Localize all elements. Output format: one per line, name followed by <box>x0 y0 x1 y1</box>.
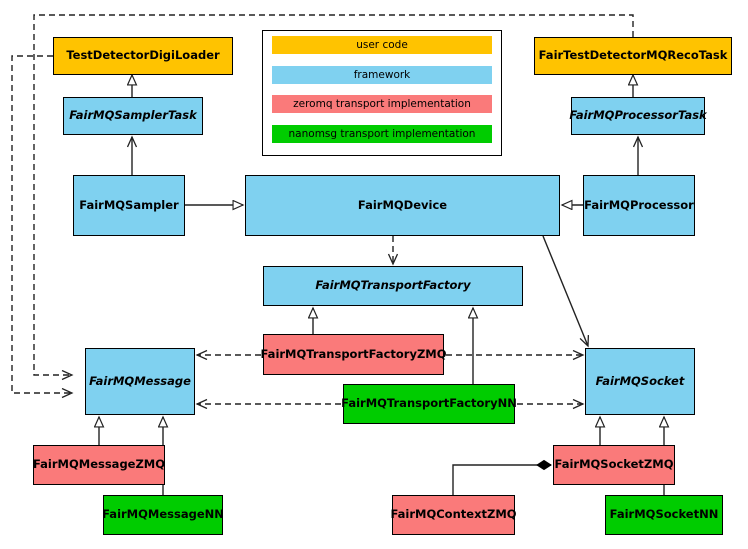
class-node-fairtestdetectormqrecotask[interactable]: FairTestDetectorMQRecoTask <box>534 37 732 75</box>
class-label: FairMQDevice <box>357 197 448 212</box>
class-label: FairMQContextZMQ <box>390 507 517 522</box>
class-label: FairMQTransportFactoryZMQ <box>260 346 447 361</box>
class-label: FairMQSocketZMQ <box>554 457 674 472</box>
class-label: TestDetectorDigiLoader <box>66 48 220 63</box>
class-label: FairMQSocket <box>595 373 685 388</box>
class-node-fairmqtransportfactorynn[interactable]: FairMQTransportFactoryNN <box>341 384 517 424</box>
edge-device-to-socket <box>542 235 588 346</box>
class-node-fairmqsocketzmq[interactable]: FairMQSocketZMQ <box>553 445 675 485</box>
legend-label-user-code: user code <box>356 39 408 51</box>
class-label: FairMQTransportFactory <box>315 278 471 293</box>
legend-label-framework: framework <box>353 69 411 81</box>
class-label: FairMQSamplerTask <box>69 108 197 123</box>
class-label: FairMQTransportFactoryNN <box>341 396 517 411</box>
class-node-testdetectordigiloader[interactable]: TestDetectorDigiLoader <box>53 37 233 75</box>
class-label: FairMQProcessor <box>584 197 694 212</box>
class-node-fairmqmessagezmq[interactable]: FairMQMessageZMQ <box>33 445 165 485</box>
class-label: FairMQSampler <box>79 197 179 212</box>
class-node-fairmqprocessortask[interactable]: FairMQProcessorTask <box>569 97 707 135</box>
class-node-fairmqprocessor[interactable]: FairMQProcessor <box>583 175 695 236</box>
class-node-fairmqsamplertask[interactable]: FairMQSamplerTask <box>63 97 203 135</box>
edge-contextzmq-to-socketzmq <box>452 459 552 495</box>
class-node-fairmqsocket[interactable]: FairMQSocket <box>585 348 695 415</box>
class-node-fairmqmessagenn[interactable]: FairMQMessageNN <box>102 495 224 535</box>
class-label: FairMQMessageNN <box>102 507 224 522</box>
class-label: FairTestDetectorMQRecoTask <box>538 48 728 63</box>
legend-swatch-zeromq: zeromq transport implementation <box>272 95 492 113</box>
legend-label-nanomsg: nanomsg transport implementation <box>288 128 476 140</box>
class-label: FairMQMessage <box>89 373 191 388</box>
class-node-fairmqdevice[interactable]: FairMQDevice <box>245 175 560 236</box>
class-label: FairMQProcessorTask <box>569 108 707 123</box>
legend-swatch-user-code: user code <box>272 36 492 54</box>
class-node-fairmqtransportfactory[interactable]: FairMQTransportFactory <box>263 266 523 306</box>
legend-swatch-nanomsg: nanomsg transport implementation <box>272 125 492 143</box>
class-label: FairMQMessageZMQ <box>32 457 166 472</box>
class-label: FairMQSocketNN <box>609 507 719 522</box>
class-node-fairmqsocketnn[interactable]: FairMQSocketNN <box>605 495 723 535</box>
class-node-fairmqmessage[interactable]: FairMQMessage <box>85 348 195 415</box>
class-node-fairmqtransportfactoryzmq[interactable]: FairMQTransportFactoryZMQ <box>260 334 447 375</box>
legend-swatch-framework: framework <box>272 66 492 84</box>
class-node-fairmqcontextzmq[interactable]: FairMQContextZMQ <box>390 495 517 535</box>
class-node-fairmqsampler[interactable]: FairMQSampler <box>73 175 185 236</box>
legend-label-zeromq: zeromq transport implementation <box>293 98 471 110</box>
